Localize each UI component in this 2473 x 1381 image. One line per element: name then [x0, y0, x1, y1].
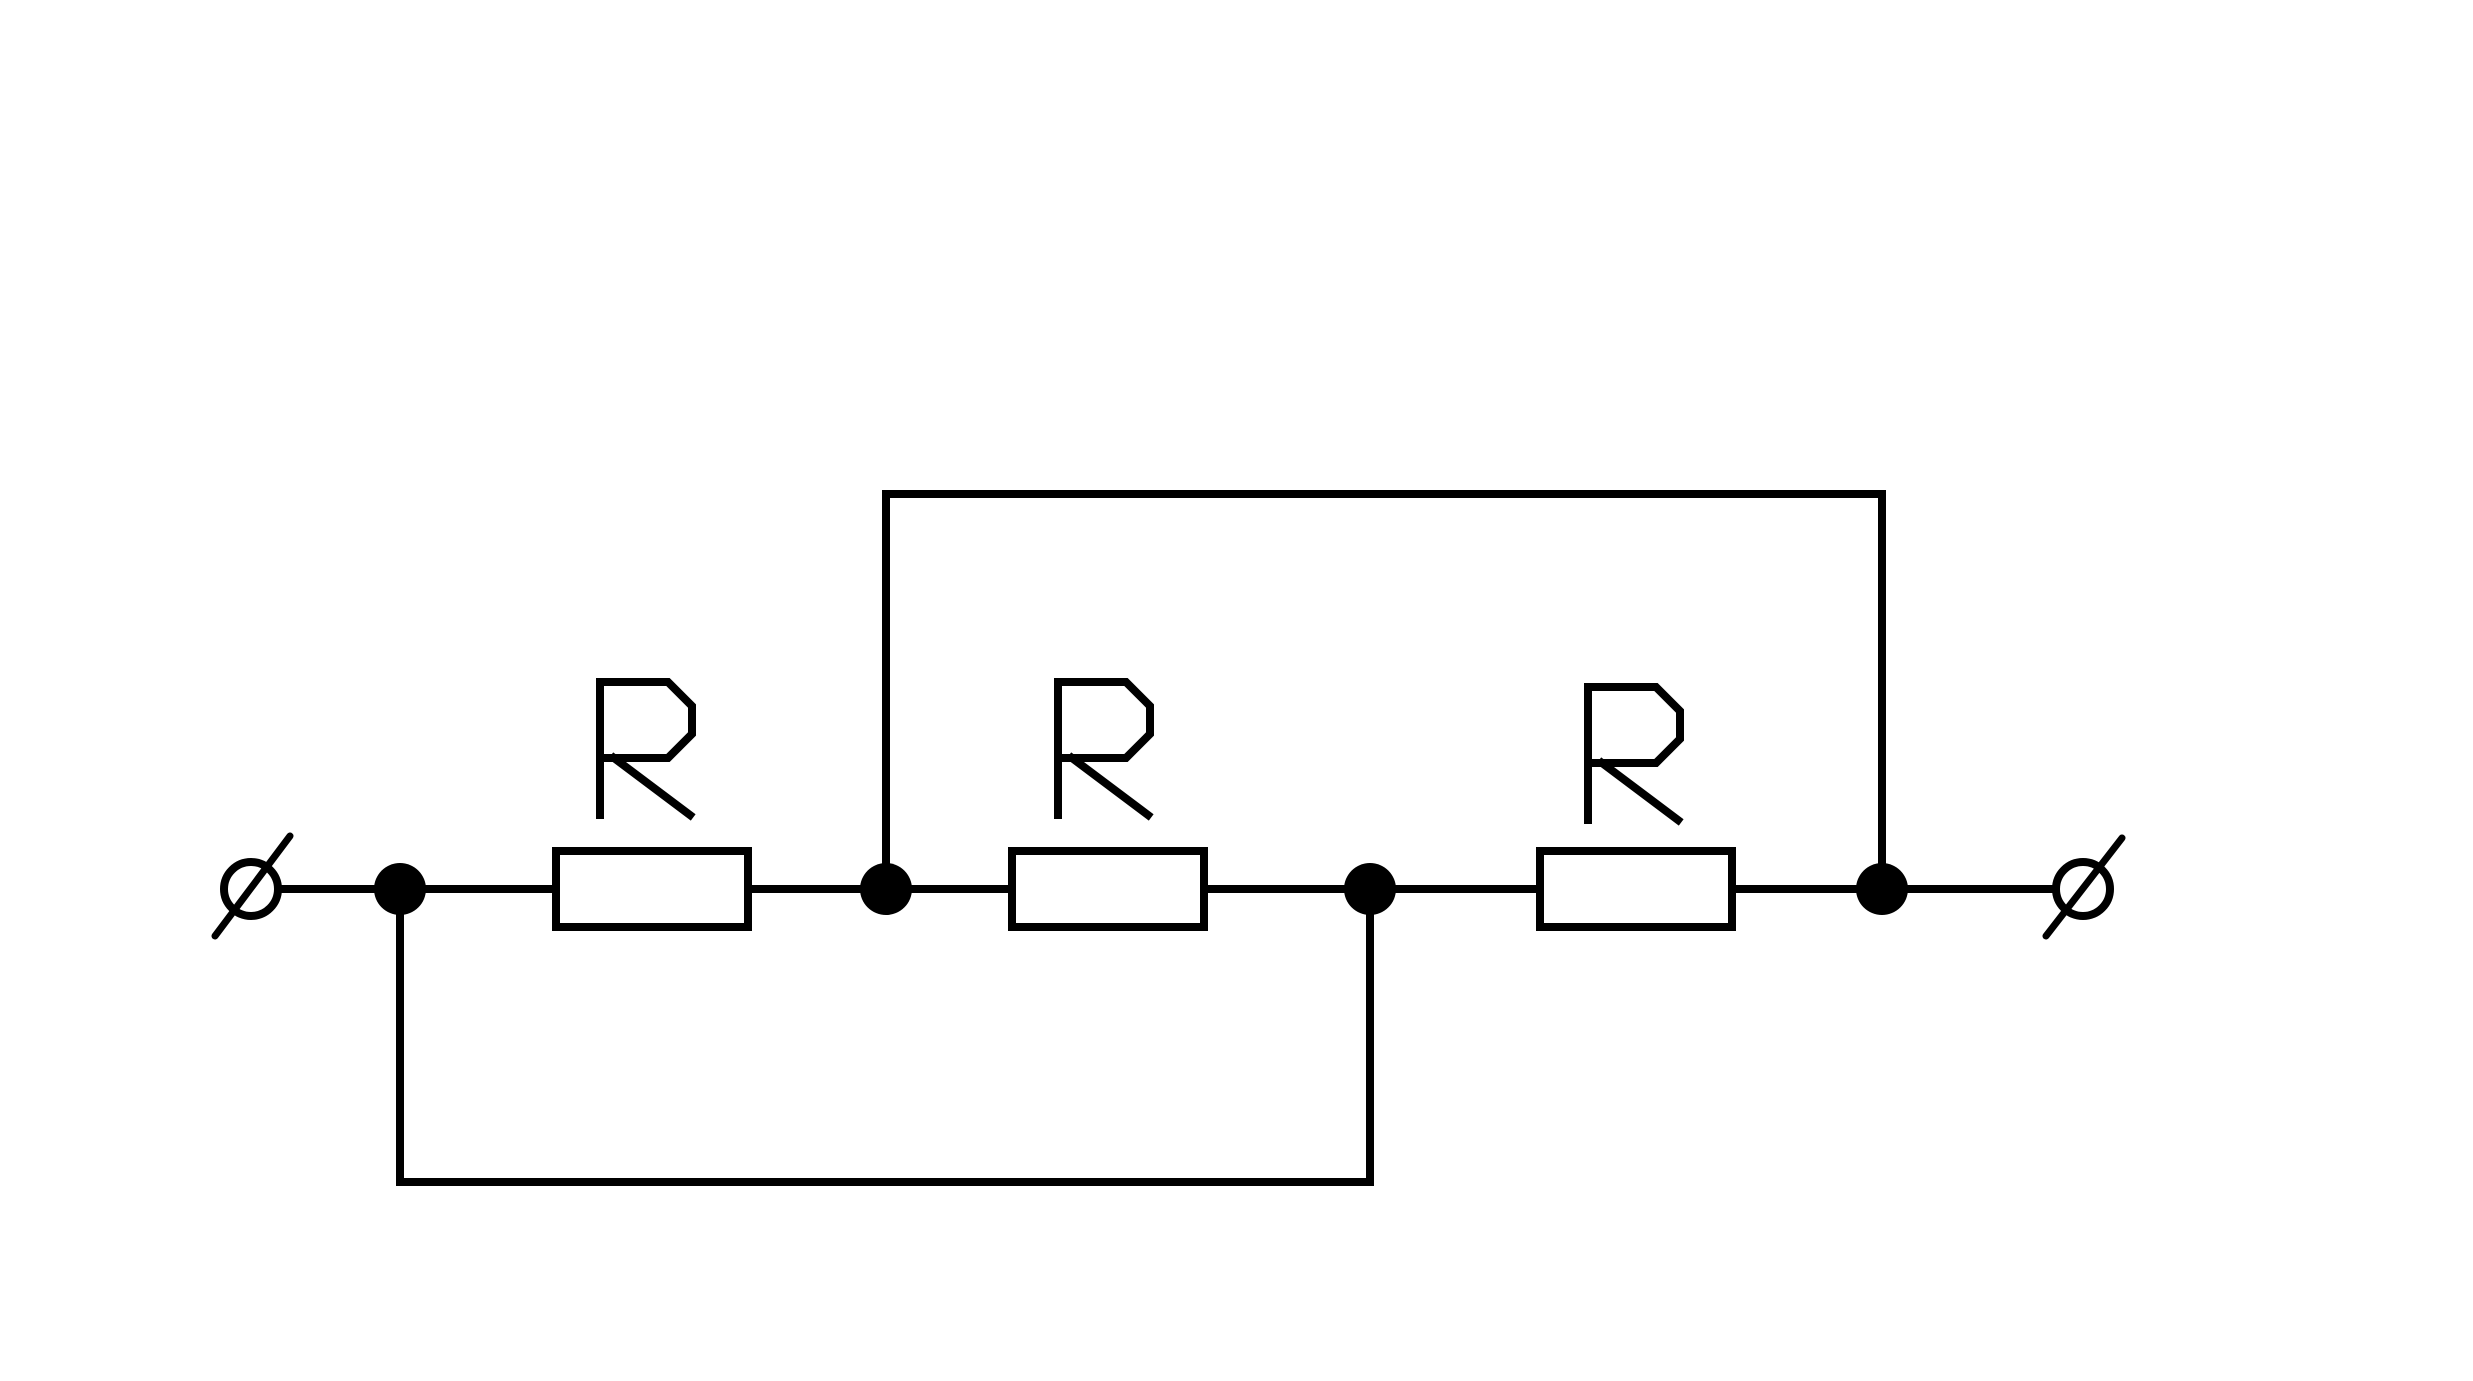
junction-node-n3: [1344, 863, 1396, 915]
wire-bottom-bypass-n1-n3: [396, 885, 1374, 1186]
resistor-r1: [552, 847, 752, 931]
left-terminal-slash: [211, 832, 294, 940]
resistor-r1-label: R: [596, 678, 696, 821]
right-terminal-slash: [2042, 834, 2126, 940]
left-terminal: [211, 832, 294, 940]
junction-node-n1: [374, 863, 426, 915]
junction-node-n4: [1856, 863, 1908, 915]
right-terminal: [2042, 834, 2126, 940]
resistor-r3: [1536, 847, 1736, 931]
resistor-r2: [1008, 847, 1208, 931]
junction-node-n2: [860, 863, 912, 915]
resistor-r2-label: R: [1054, 678, 1154, 821]
wire-top-bypass-n2-n4: [882, 490, 1886, 893]
resistor-r3-label: R: [1584, 683, 1684, 826]
